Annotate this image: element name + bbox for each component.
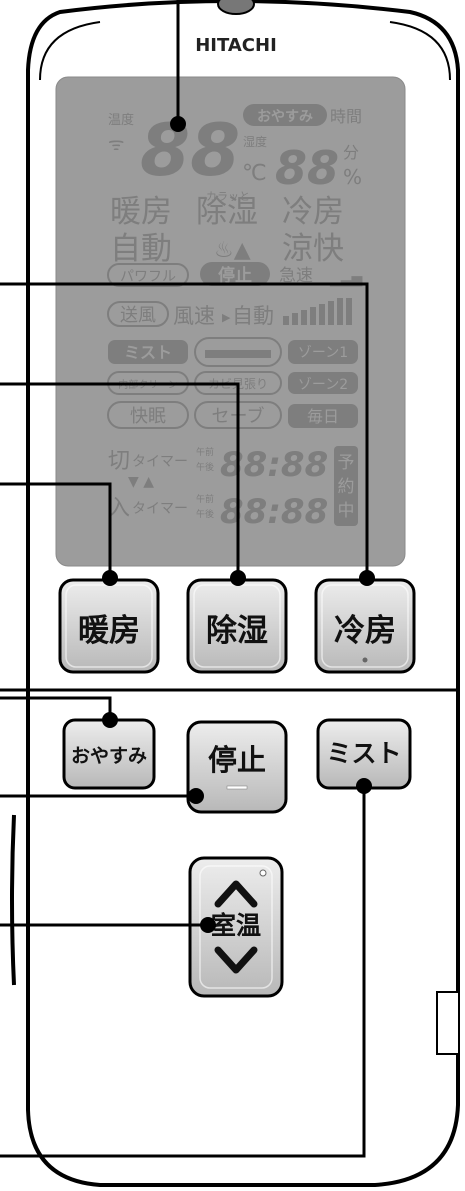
cool-button[interactable]: 冷房	[314, 578, 416, 674]
room-temp-label: 室温	[211, 911, 261, 940]
stop-button[interactable]: 停止	[186, 720, 288, 814]
mist-button-label: ミスト	[326, 739, 401, 768]
lcd-zone1: ゾーン1	[298, 345, 348, 361]
lcd-stop-badge-bg	[200, 262, 270, 286]
lcd-gogo-1: 午後	[196, 461, 214, 473]
lcd-time-on: 88:88	[220, 492, 328, 532]
lcd-mode-dehumid: 除湿	[196, 194, 258, 230]
lcd-yoyaku-2: 約	[338, 477, 355, 497]
ir-emitter	[217, 0, 255, 15]
mist-button[interactable]: ミスト	[316, 718, 412, 790]
lcd-minute-label: 分	[343, 143, 359, 162]
room-temp-rocker[interactable]: 室温	[188, 856, 284, 998]
lcd-kaimin-frame	[107, 401, 189, 429]
lcd-zone2: ゾーン2	[298, 377, 348, 393]
side-groove	[10, 814, 16, 986]
brand-logo: HITACHI	[195, 35, 277, 56]
lcd-big-digits: 88	[140, 108, 240, 192]
lcd-powerful: パワフル	[120, 269, 176, 285]
body-edge-right	[389, 21, 451, 81]
side-slot	[436, 991, 460, 1055]
lcd-oyasumi-badge-bg	[243, 104, 327, 126]
cool-button-label: 冷房	[334, 613, 396, 649]
lcd-humidity-label: 湿度	[243, 134, 267, 149]
lcd-gozen-2: 午前	[196, 493, 214, 505]
wifi-icon: ᯤ	[108, 134, 124, 155]
lcd-vent-icon	[205, 350, 271, 358]
heat-button[interactable]: 暖房	[58, 578, 160, 674]
lcd-zone2-bg	[288, 372, 358, 394]
callout-heat	[0, 482, 112, 578]
lcd-segments: 温度 ᯤ 88 おやすみ 時間 湿度 ℃ 88 分 % 暖房 カラッと 除湿 冷…	[107, 104, 363, 532]
lcd-yoyaku-1: 予	[338, 453, 355, 473]
lcd-percent: %	[343, 165, 362, 189]
dehumid-button[interactable]: 除湿	[186, 578, 288, 674]
callout-lines	[0, 0, 369, 1158]
lcd-celsius: ℃	[242, 161, 267, 186]
callout-dots	[102, 116, 375, 933]
lcd-fan-bars	[283, 298, 352, 325]
lcd-panel	[55, 76, 406, 567]
lcd-soufu: 送風	[120, 305, 156, 326]
lcd-yoyaku-3: 中	[338, 501, 355, 521]
lcd-kaimin: 快眠	[130, 406, 166, 427]
lcd-jido: 自動	[232, 304, 274, 328]
lcd-zone1-bg	[288, 340, 358, 364]
lcd-oyasumi-badge: おやすみ	[257, 109, 313, 125]
chevron-up-icon[interactable]	[214, 880, 258, 908]
lcd-ion-icon: ♨▲	[214, 238, 251, 263]
stop-button-label: 停止	[208, 743, 266, 777]
lcd-timer-on-label: タイマー	[132, 501, 188, 517]
lcd-vent-icon-frame	[194, 337, 282, 367]
lcd-mainichi: 毎日	[307, 407, 339, 426]
lcd-karatto: カラッと	[206, 190, 250, 203]
lcd-timer-off-label: タイマー	[132, 454, 188, 470]
lcd-time-off: 88:88	[220, 445, 328, 485]
lcd-mode-auto: 自動	[110, 231, 172, 267]
lcd-arrow-icon: ▶	[222, 311, 231, 324]
lcd-iri: 入	[108, 496, 130, 521]
lcd-time-label: 時間	[330, 107, 362, 126]
cool-indicator-dot	[362, 657, 368, 663]
lcd-mist-badge: ミスト	[124, 343, 172, 362]
callout-dehumid	[0, 382, 240, 578]
lcd-mode-heat: 暖房	[110, 194, 172, 230]
heat-button-label: 暖房	[78, 613, 140, 649]
lcd-gozen-1: 午前	[196, 446, 214, 458]
lcd-gogo-2: 午後	[196, 508, 214, 520]
lcd-fuusoku: 風速	[173, 304, 215, 328]
lcd-kiri: 切	[108, 449, 130, 474]
body-edge	[39, 21, 101, 81]
lcd-kyusoku: 急速	[279, 266, 313, 286]
lcd-powerful-frame	[107, 263, 189, 287]
lcd-yoyaku-bg	[334, 446, 358, 526]
dehumid-button-label: 除湿	[206, 613, 268, 649]
oyasumi-button[interactable]: おやすみ	[62, 718, 156, 790]
lcd-stop-badge: 停止	[218, 265, 252, 286]
lcd-mode-ryokai: 涼快	[282, 231, 344, 267]
callout-cool	[0, 282, 369, 578]
lcd-soufu-frame	[107, 301, 169, 327]
lcd-temp-label: 温度	[108, 112, 134, 128]
lcd-mode-cool: 冷房	[282, 194, 344, 230]
callout-mist	[0, 786, 366, 1158]
stop-indicator	[226, 785, 248, 790]
lcd-mainichi-bg	[288, 404, 358, 428]
chevron-down-icon[interactable]	[214, 946, 258, 974]
lcd-mist-badge-bg	[108, 340, 188, 364]
oyasumi-button-label: おやすみ	[71, 745, 147, 767]
rocker-indicator	[259, 869, 267, 877]
lcd-small-digits: 88	[275, 141, 339, 195]
lcd-timer-arrows: ▼ ▲	[128, 474, 154, 490]
